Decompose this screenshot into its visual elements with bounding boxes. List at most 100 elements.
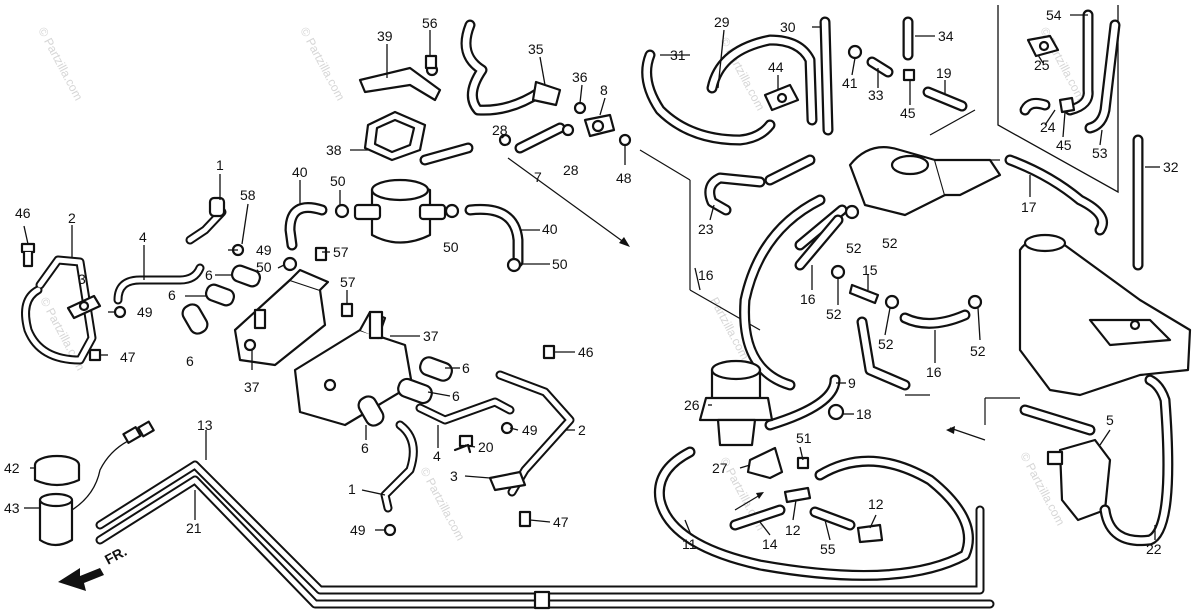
callout-27: 27 — [712, 460, 728, 476]
routing-arrowhead — [756, 492, 764, 499]
hose-35 — [460, 19, 562, 116]
callout-50: 50 — [443, 239, 459, 255]
hose-23 — [704, 154, 816, 216]
pipe-joint — [533, 590, 551, 610]
bolt-56 — [424, 54, 438, 70]
clamp-52 — [967, 294, 983, 310]
callout-49: 49 — [256, 242, 272, 258]
clip-28 — [561, 123, 575, 137]
callout-40: 40 — [542, 221, 558, 237]
callout-33: 33 — [868, 87, 884, 103]
callout-46: 46 — [15, 205, 31, 221]
clamp-50 — [444, 203, 460, 219]
routing-line — [929, 109, 976, 136]
callout-3: 3 — [450, 468, 458, 484]
callout-39: 39 — [377, 28, 393, 44]
callout-55: 55 — [820, 541, 836, 557]
tube-2-center — [488, 370, 575, 497]
callout-35: 35 — [528, 41, 544, 57]
hose-33-34-19 — [847, 16, 968, 112]
hose-11 — [653, 446, 974, 581]
callout-16: 16 — [698, 267, 714, 283]
callout-30: 30 — [780, 19, 796, 35]
front-arrow: FR. — [58, 543, 129, 591]
callout-45: 45 — [900, 105, 916, 121]
callout-4: 4 — [433, 448, 441, 464]
callout-28: 28 — [563, 162, 579, 178]
callout-42: 42 — [4, 460, 20, 476]
tube-1-left — [185, 196, 227, 245]
inset-parts — [1019, 9, 1121, 134]
callout-3: 3 — [78, 271, 86, 287]
callout-26: 26 — [684, 397, 700, 413]
callout-25: 25 — [1034, 57, 1050, 73]
callout-18: 18 — [856, 406, 872, 422]
callout-9: 9 — [848, 375, 856, 391]
callout-40: 40 — [292, 164, 308, 180]
callout-12: 12 — [785, 522, 801, 538]
callout-11: 11 — [682, 536, 697, 552]
callout-52: 52 — [878, 336, 894, 352]
clamp-52 — [830, 264, 846, 280]
routing-line — [639, 149, 691, 181]
callout-16: 16 — [926, 364, 942, 380]
hose-22 — [1099, 374, 1174, 547]
callout-1: 1 — [348, 481, 356, 497]
tube-4-center — [415, 397, 515, 425]
callout-49: 49 — [137, 304, 153, 320]
callout-43: 43 — [4, 500, 20, 516]
bolt-57 — [314, 246, 328, 262]
joint-15 — [848, 283, 880, 305]
callout-6: 6 — [205, 267, 213, 283]
hose-40 — [284, 142, 524, 268]
callout-6: 6 — [361, 440, 369, 456]
fasteners — [113, 54, 983, 537]
hose-29-31 — [641, 16, 834, 146]
routing-line — [949, 427, 986, 441]
callout-22: 22 — [1146, 541, 1162, 557]
valve-44 — [763, 83, 800, 112]
callout-14: 14 — [762, 536, 778, 552]
callout-52: 52 — [826, 306, 842, 322]
routing-arrowhead — [619, 237, 630, 247]
callout-57: 57 — [340, 274, 356, 290]
clip-20 — [458, 434, 474, 448]
clip-36 — [573, 101, 587, 115]
clamp-50 — [334, 203, 350, 219]
callout-6: 6 — [452, 388, 460, 404]
clamp-52 — [884, 294, 900, 310]
callout-5: 5 — [1106, 412, 1114, 428]
hose-7 — [514, 122, 566, 154]
bolt-47 — [518, 510, 532, 528]
callout-6: 6 — [186, 353, 194, 369]
callout-29: 29 — [714, 14, 730, 30]
intake-body — [848, 146, 1002, 217]
pipe-13-21 — [95, 460, 995, 610]
callout-8: 8 — [600, 82, 608, 98]
gasket-38 — [363, 110, 427, 162]
callout-56: 56 — [422, 15, 438, 31]
hose-16 — [794, 214, 971, 391]
callout-53: 53 — [1092, 145, 1108, 161]
callout-1: 1 — [216, 157, 224, 173]
callout-7: 7 — [534, 169, 542, 185]
callout-19: 19 — [936, 65, 952, 81]
solenoid-26 — [698, 359, 774, 447]
callout-50: 50 — [330, 173, 346, 189]
bracket-27 — [746, 446, 784, 480]
callout-4: 4 — [139, 229, 147, 245]
callout-15: 15 — [862, 262, 878, 278]
tube-4-left — [113, 263, 205, 305]
routing-line — [507, 157, 626, 244]
actuator-43 — [33, 420, 155, 547]
watermark-text: © Partzilla.com — [417, 465, 467, 543]
clip-48 — [618, 133, 632, 147]
callout-47: 47 — [120, 349, 136, 365]
watermark-text: © Partzilla.com — [297, 25, 347, 103]
callout-37: 37 — [244, 379, 260, 395]
callout-2: 2 — [578, 422, 586, 438]
leader-lines — [23, 14, 1160, 541]
callout-6: 6 — [168, 287, 176, 303]
callout-34: 34 — [938, 28, 954, 44]
